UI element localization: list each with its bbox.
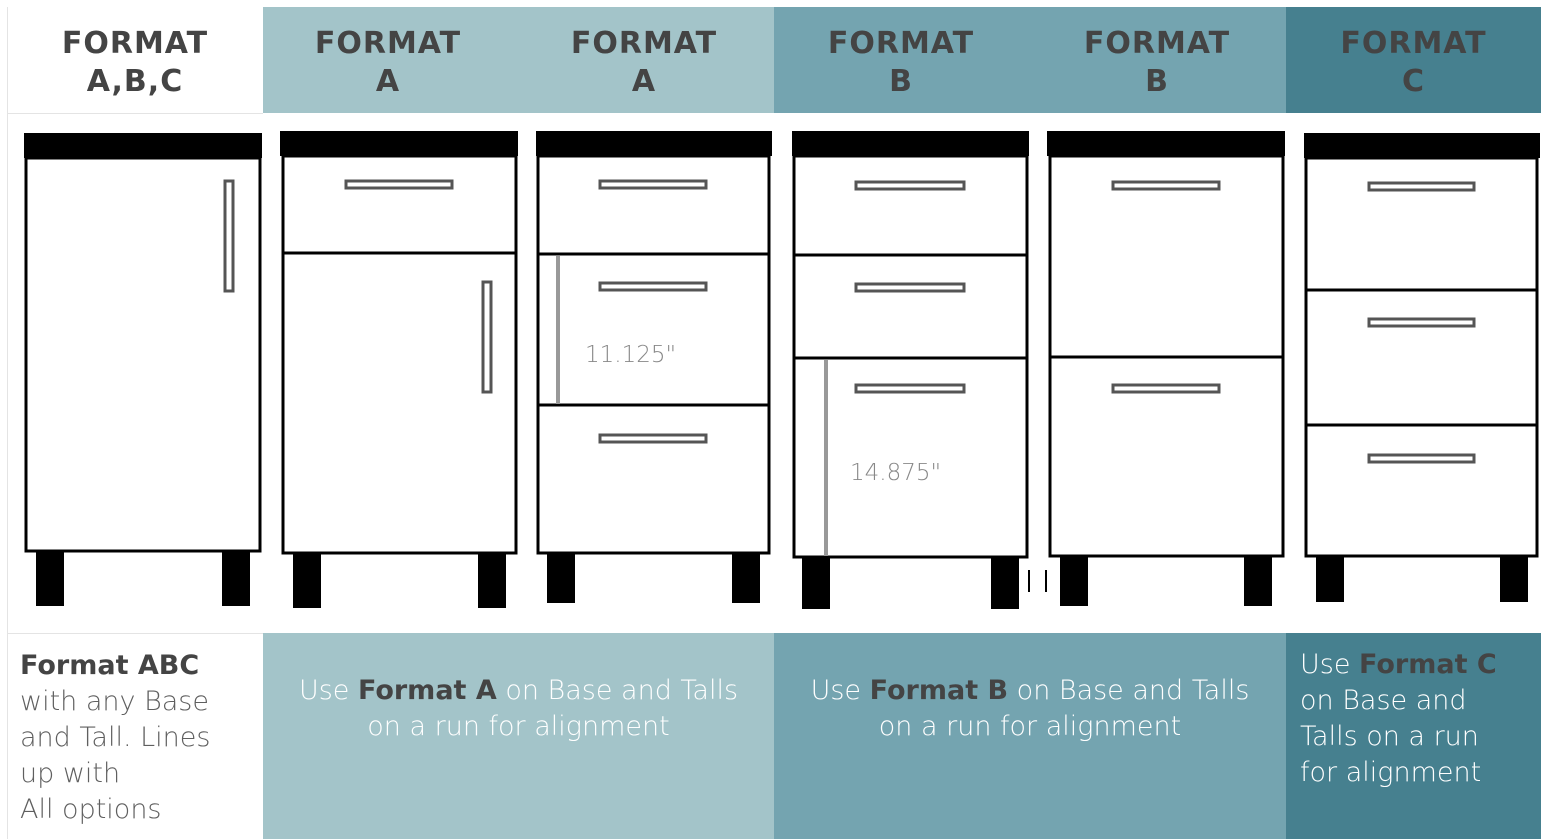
header-format-c: FORMAT C — [1286, 18, 1541, 108]
footer-b-suffix: on Base and Talls — [1008, 675, 1250, 706]
footer-format-b: Use Format B on Base and Talls on a run … — [774, 673, 1286, 745]
countertop — [792, 131, 1029, 156]
format-a-header-bg — [263, 7, 774, 113]
drawer-handle — [598, 281, 708, 292]
drawer-handle — [344, 179, 454, 190]
footer-c-line: for alignment — [1300, 757, 1482, 788]
drawer-handle — [1367, 317, 1476, 328]
cabinet-body — [1304, 156, 1539, 558]
header-line: A,B,C — [86, 64, 184, 99]
format-a-footer-bg — [263, 633, 774, 839]
cabinet-body — [536, 154, 771, 555]
header-line: FORMAT — [314, 26, 462, 61]
countertop — [1047, 131, 1285, 156]
cabinet-format-c-drawers — [1304, 133, 1540, 602]
footer-c-line1: Use Format C — [1300, 647, 1540, 683]
footer-b-line2: on a run for alignment — [878, 711, 1182, 742]
header-line: FORMAT — [1083, 26, 1231, 61]
cabinet-body — [281, 154, 518, 555]
drawer-handle — [854, 180, 966, 191]
footer-abc-line: and Tall. Lines — [20, 722, 211, 753]
header-format-abc: FORMAT A,B,C — [7, 18, 263, 108]
footer-c-line: on Base and — [1300, 685, 1467, 716]
dimension-label-format-a: 11.125" — [585, 342, 677, 368]
leg-right — [1244, 556, 1272, 606]
header-line: B — [1145, 64, 1169, 99]
footer-format-a: Use Format A on Base and Talls on a run … — [263, 673, 774, 745]
footer-format-c: Use Format C on Base and Talls on a run … — [1300, 647, 1540, 791]
footer-c-prefix: Use — [1300, 649, 1360, 680]
header-line: A — [375, 64, 401, 99]
drawer-handle — [598, 433, 708, 444]
header-line: C — [1401, 64, 1426, 99]
cabinet-format-a-door — [280, 131, 518, 608]
header-format-b-2: FORMAT B — [1030, 18, 1284, 108]
cabinet-body — [24, 156, 262, 553]
header-format-a-2: FORMAT A — [518, 18, 770, 108]
drawer-handle — [1367, 453, 1476, 464]
drawer-handle — [854, 383, 966, 394]
footer-a-bold: Format A — [357, 675, 497, 706]
leg-right — [991, 557, 1019, 609]
format-c-footer-bg — [1286, 633, 1541, 839]
footer-a-suffix: on Base and Talls — [496, 675, 739, 706]
drawer-handle — [1111, 180, 1221, 191]
footer-b-line1: Use Format B on Base and Talls — [774, 673, 1286, 709]
countertop — [24, 133, 262, 158]
leg-left — [1060, 556, 1088, 606]
divider-top — [7, 113, 263, 114]
header-line: FORMAT — [61, 26, 209, 61]
footer-abc-line: All options — [20, 794, 162, 825]
cabinet-format-abc — [24, 133, 262, 606]
header-line: FORMAT — [1340, 26, 1487, 61]
leg-right — [732, 553, 760, 603]
footer-a-line2: on a run for alignment — [367, 711, 670, 742]
footer-a-prefix: Use — [298, 675, 358, 706]
header-line: A — [631, 64, 657, 99]
leg-left — [547, 553, 575, 603]
countertop — [536, 131, 772, 156]
leg-left — [802, 557, 830, 609]
footer-abc-line: with any Base — [20, 686, 209, 717]
footer-c-bold: Format C — [1359, 649, 1497, 680]
cabinet-format-b-two-drawers — [1047, 131, 1285, 606]
leg-left — [293, 553, 321, 608]
leg-right — [478, 553, 506, 608]
leg-right — [222, 551, 250, 606]
cabinet-format-b-drawers — [792, 131, 1047, 609]
footer-b-prefix: Use — [810, 675, 870, 706]
cabinet-format-a-drawers — [536, 131, 772, 603]
header-line: B — [889, 64, 913, 99]
footer-c-line: Talls on a run — [1300, 721, 1479, 752]
door-handle — [481, 280, 493, 394]
countertop — [1304, 133, 1540, 158]
drawer-handle — [854, 282, 966, 293]
footer-b-bold: Format B — [869, 675, 1009, 706]
footer-abc-line: up with — [20, 758, 121, 789]
leg-left — [1316, 556, 1344, 602]
divider-bottom — [7, 633, 263, 634]
dimension-label-format-b: 14.875" — [850, 460, 942, 486]
header-line: FORMAT — [827, 26, 975, 61]
header-line: FORMAT — [570, 26, 718, 61]
drawer-handle — [598, 179, 708, 190]
leg-left — [36, 551, 64, 606]
format-c-header-bg — [1286, 7, 1541, 113]
drawer-handle — [1367, 181, 1476, 192]
countertop — [280, 131, 518, 156]
drawer-handle — [1111, 383, 1221, 394]
footer-a-line1: Use Format A on Base and Talls — [263, 673, 774, 709]
header-format-b-1: FORMAT B — [774, 18, 1028, 108]
leg-right — [1500, 556, 1528, 602]
footer-abc-title: Format ABC — [20, 650, 200, 681]
footer-format-abc: Format ABC with any Base and Tall. Lines… — [20, 648, 260, 828]
header-format-a-1: FORMAT A — [263, 18, 513, 108]
door-handle — [223, 179, 235, 293]
format-b-footer-bg — [774, 633, 1286, 839]
format-b-header-bg — [774, 7, 1286, 113]
